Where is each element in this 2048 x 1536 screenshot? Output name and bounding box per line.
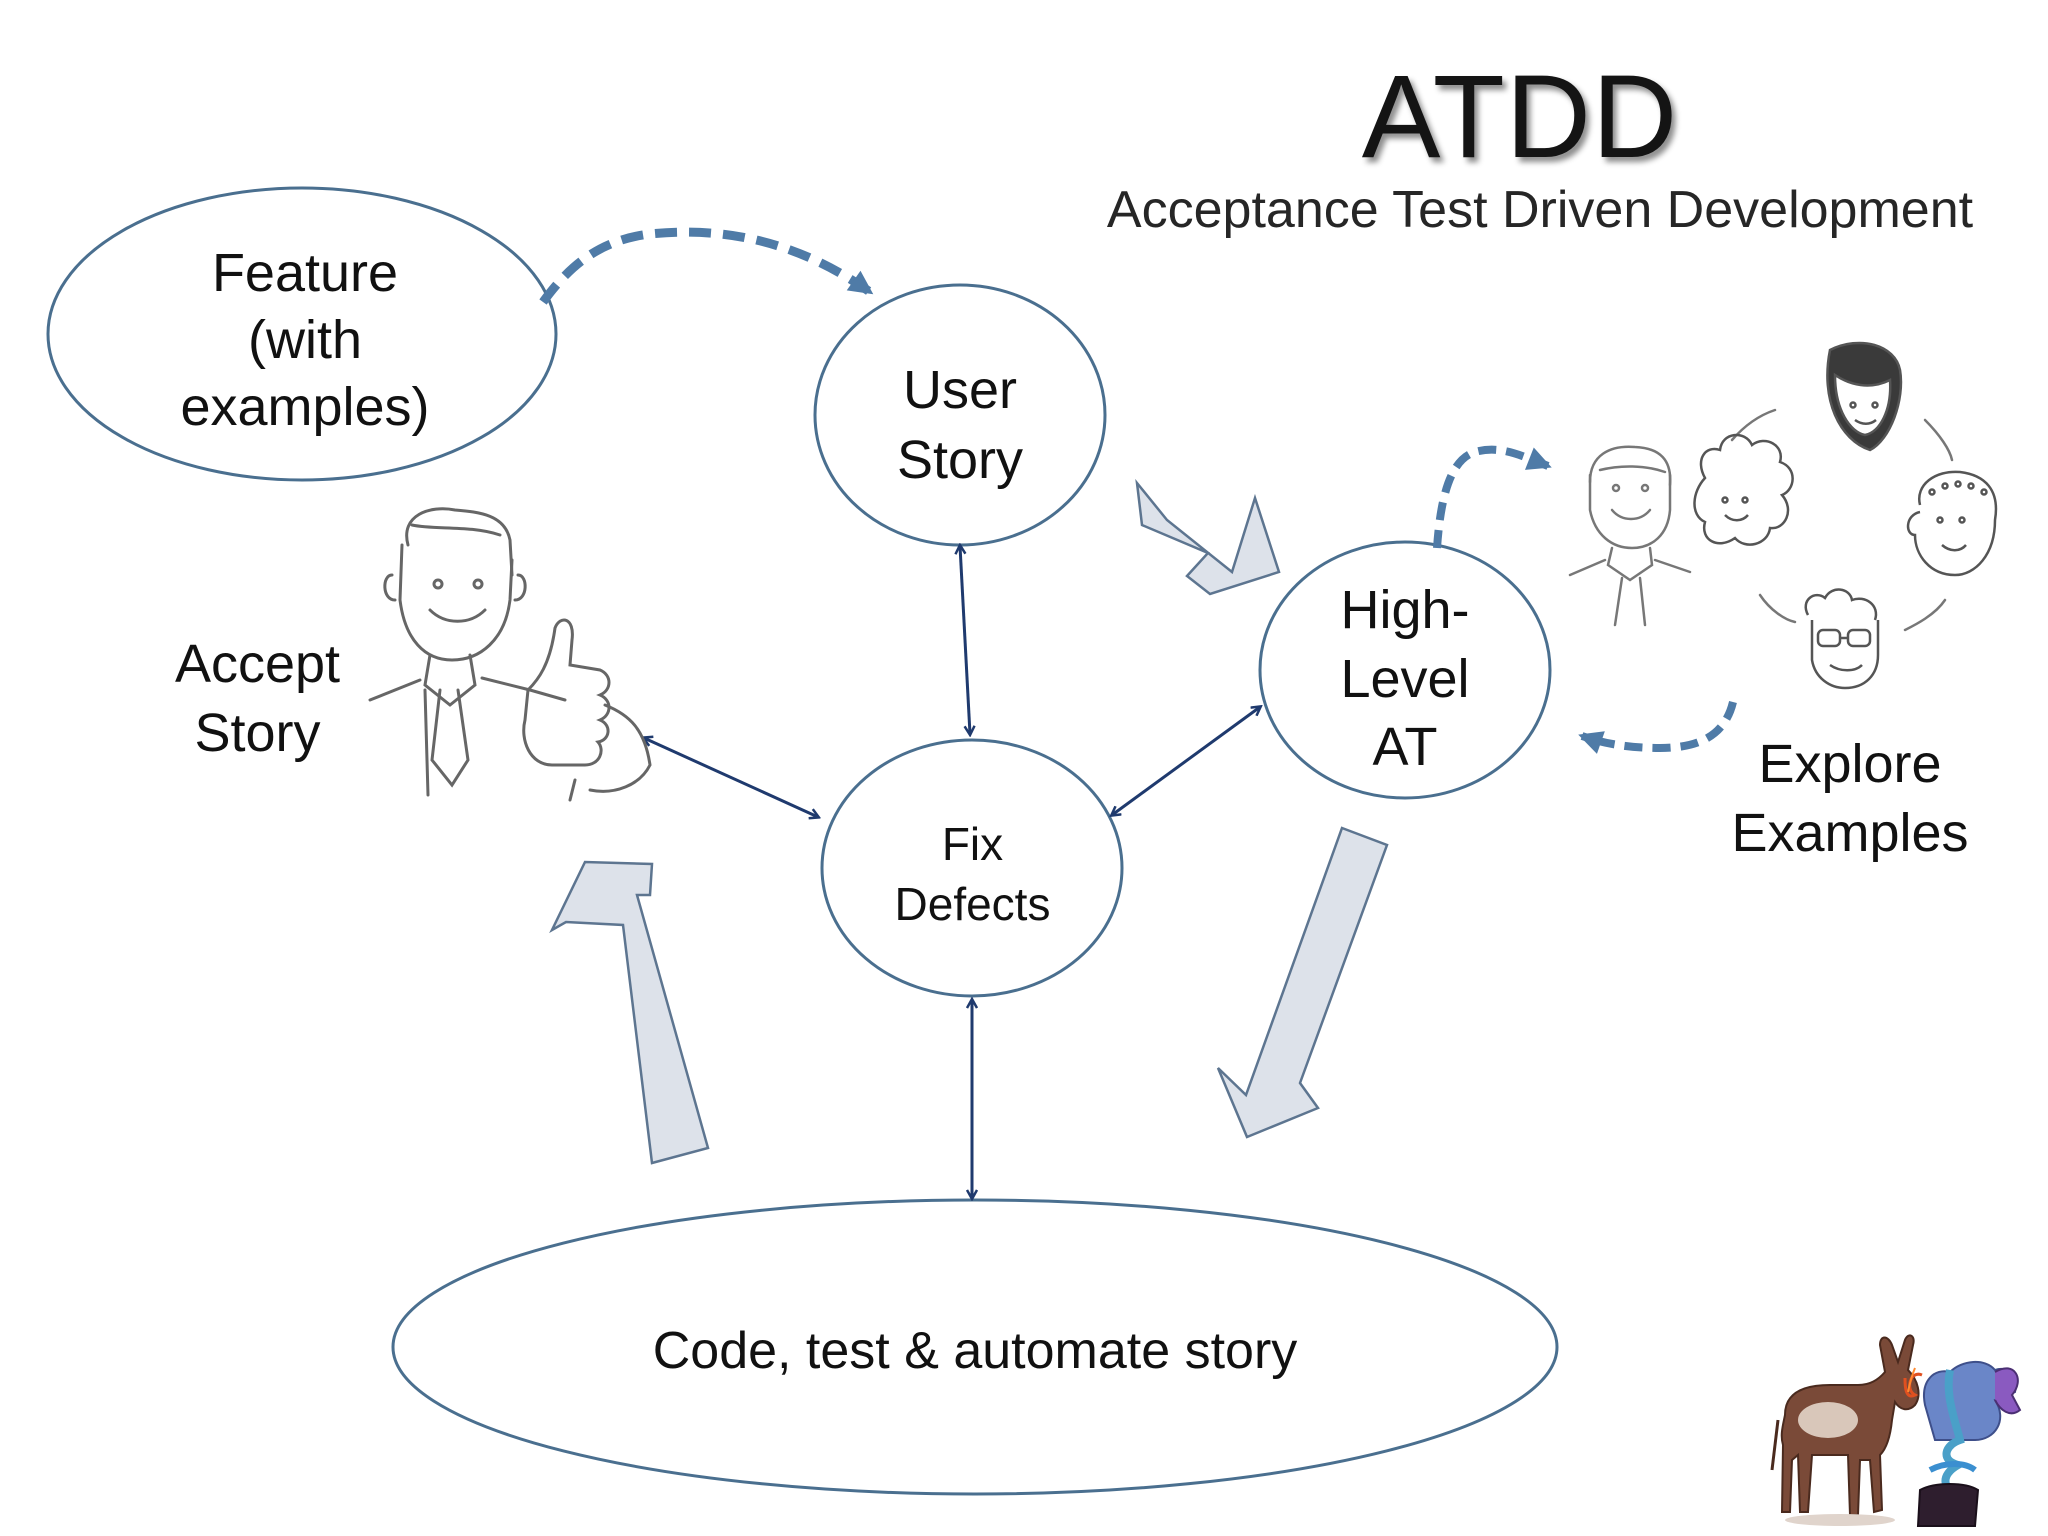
feature-label-line: (with xyxy=(247,309,362,370)
diagram-subtitle: Acceptance Test Driven Development xyxy=(1106,181,1974,239)
dragon-icon xyxy=(1903,1361,2022,1527)
bald-person-sketch xyxy=(1906,470,1998,577)
connector-fix-at xyxy=(1112,707,1260,815)
high-level-at-circle xyxy=(1258,540,1552,800)
smiling-man-thumbs-up-sketch xyxy=(368,507,652,802)
user-story-label-line: User xyxy=(902,360,1017,420)
user-story-label-line: Story xyxy=(896,430,1024,491)
fix-defects-circle xyxy=(820,738,1124,998)
block-arrow-at-to-code xyxy=(1216,826,1389,1139)
fix-defects-label-line: Defects xyxy=(894,877,1051,930)
dashed-arrow-team-to-at xyxy=(1578,700,1737,754)
fix-defects-label-line: Fix xyxy=(941,818,1004,870)
explore-examples-label-line: Explore xyxy=(1758,734,1942,794)
connector-story-fix xyxy=(960,546,970,734)
feature-label: Feature (with examples) xyxy=(120,240,490,441)
man-sketch xyxy=(1568,445,1692,627)
curly-hair-person-sketch xyxy=(1693,433,1794,546)
connector-accept-fix xyxy=(644,738,818,817)
dashed-arrow-at-to-team xyxy=(1433,445,1552,549)
person-with-glasses-sketch xyxy=(1804,588,1880,690)
code-label: Code, test & automate story xyxy=(652,1322,1298,1380)
accept-story-label-line: Story xyxy=(194,702,321,763)
dashed-arrow-feature-to-story xyxy=(539,227,874,305)
accept-story-label-line: Accept xyxy=(174,634,341,694)
team-circle-sketch xyxy=(1730,408,1954,632)
explore-examples-label-line: Examples xyxy=(1731,802,1969,863)
feature-label-line: Feature xyxy=(211,243,399,303)
fix-defects-label: Fix Defects xyxy=(860,815,1085,935)
high-level-at-label-line: AT xyxy=(1372,717,1438,778)
block-arrow-code-to-accept xyxy=(549,860,710,1165)
high-level-at-label-line: Level xyxy=(1340,648,1470,709)
block-arrow-story-to-at xyxy=(1135,478,1281,596)
user-story-label: User Story xyxy=(860,355,1060,495)
high-level-at-label-line: High- xyxy=(1340,580,1470,640)
diagram-title: ATDD xyxy=(1361,51,1679,183)
accept-story-label: Accept Story xyxy=(150,630,365,767)
high-level-at-label: High- Level AT xyxy=(1280,576,1530,782)
woman-sketch xyxy=(1826,341,1903,452)
donkey-icon xyxy=(1770,1334,1920,1526)
feature-ellipse xyxy=(46,186,558,482)
explore-examples-label: Explore Examples xyxy=(1720,730,1980,867)
feature-label-line: examples) xyxy=(180,376,430,437)
